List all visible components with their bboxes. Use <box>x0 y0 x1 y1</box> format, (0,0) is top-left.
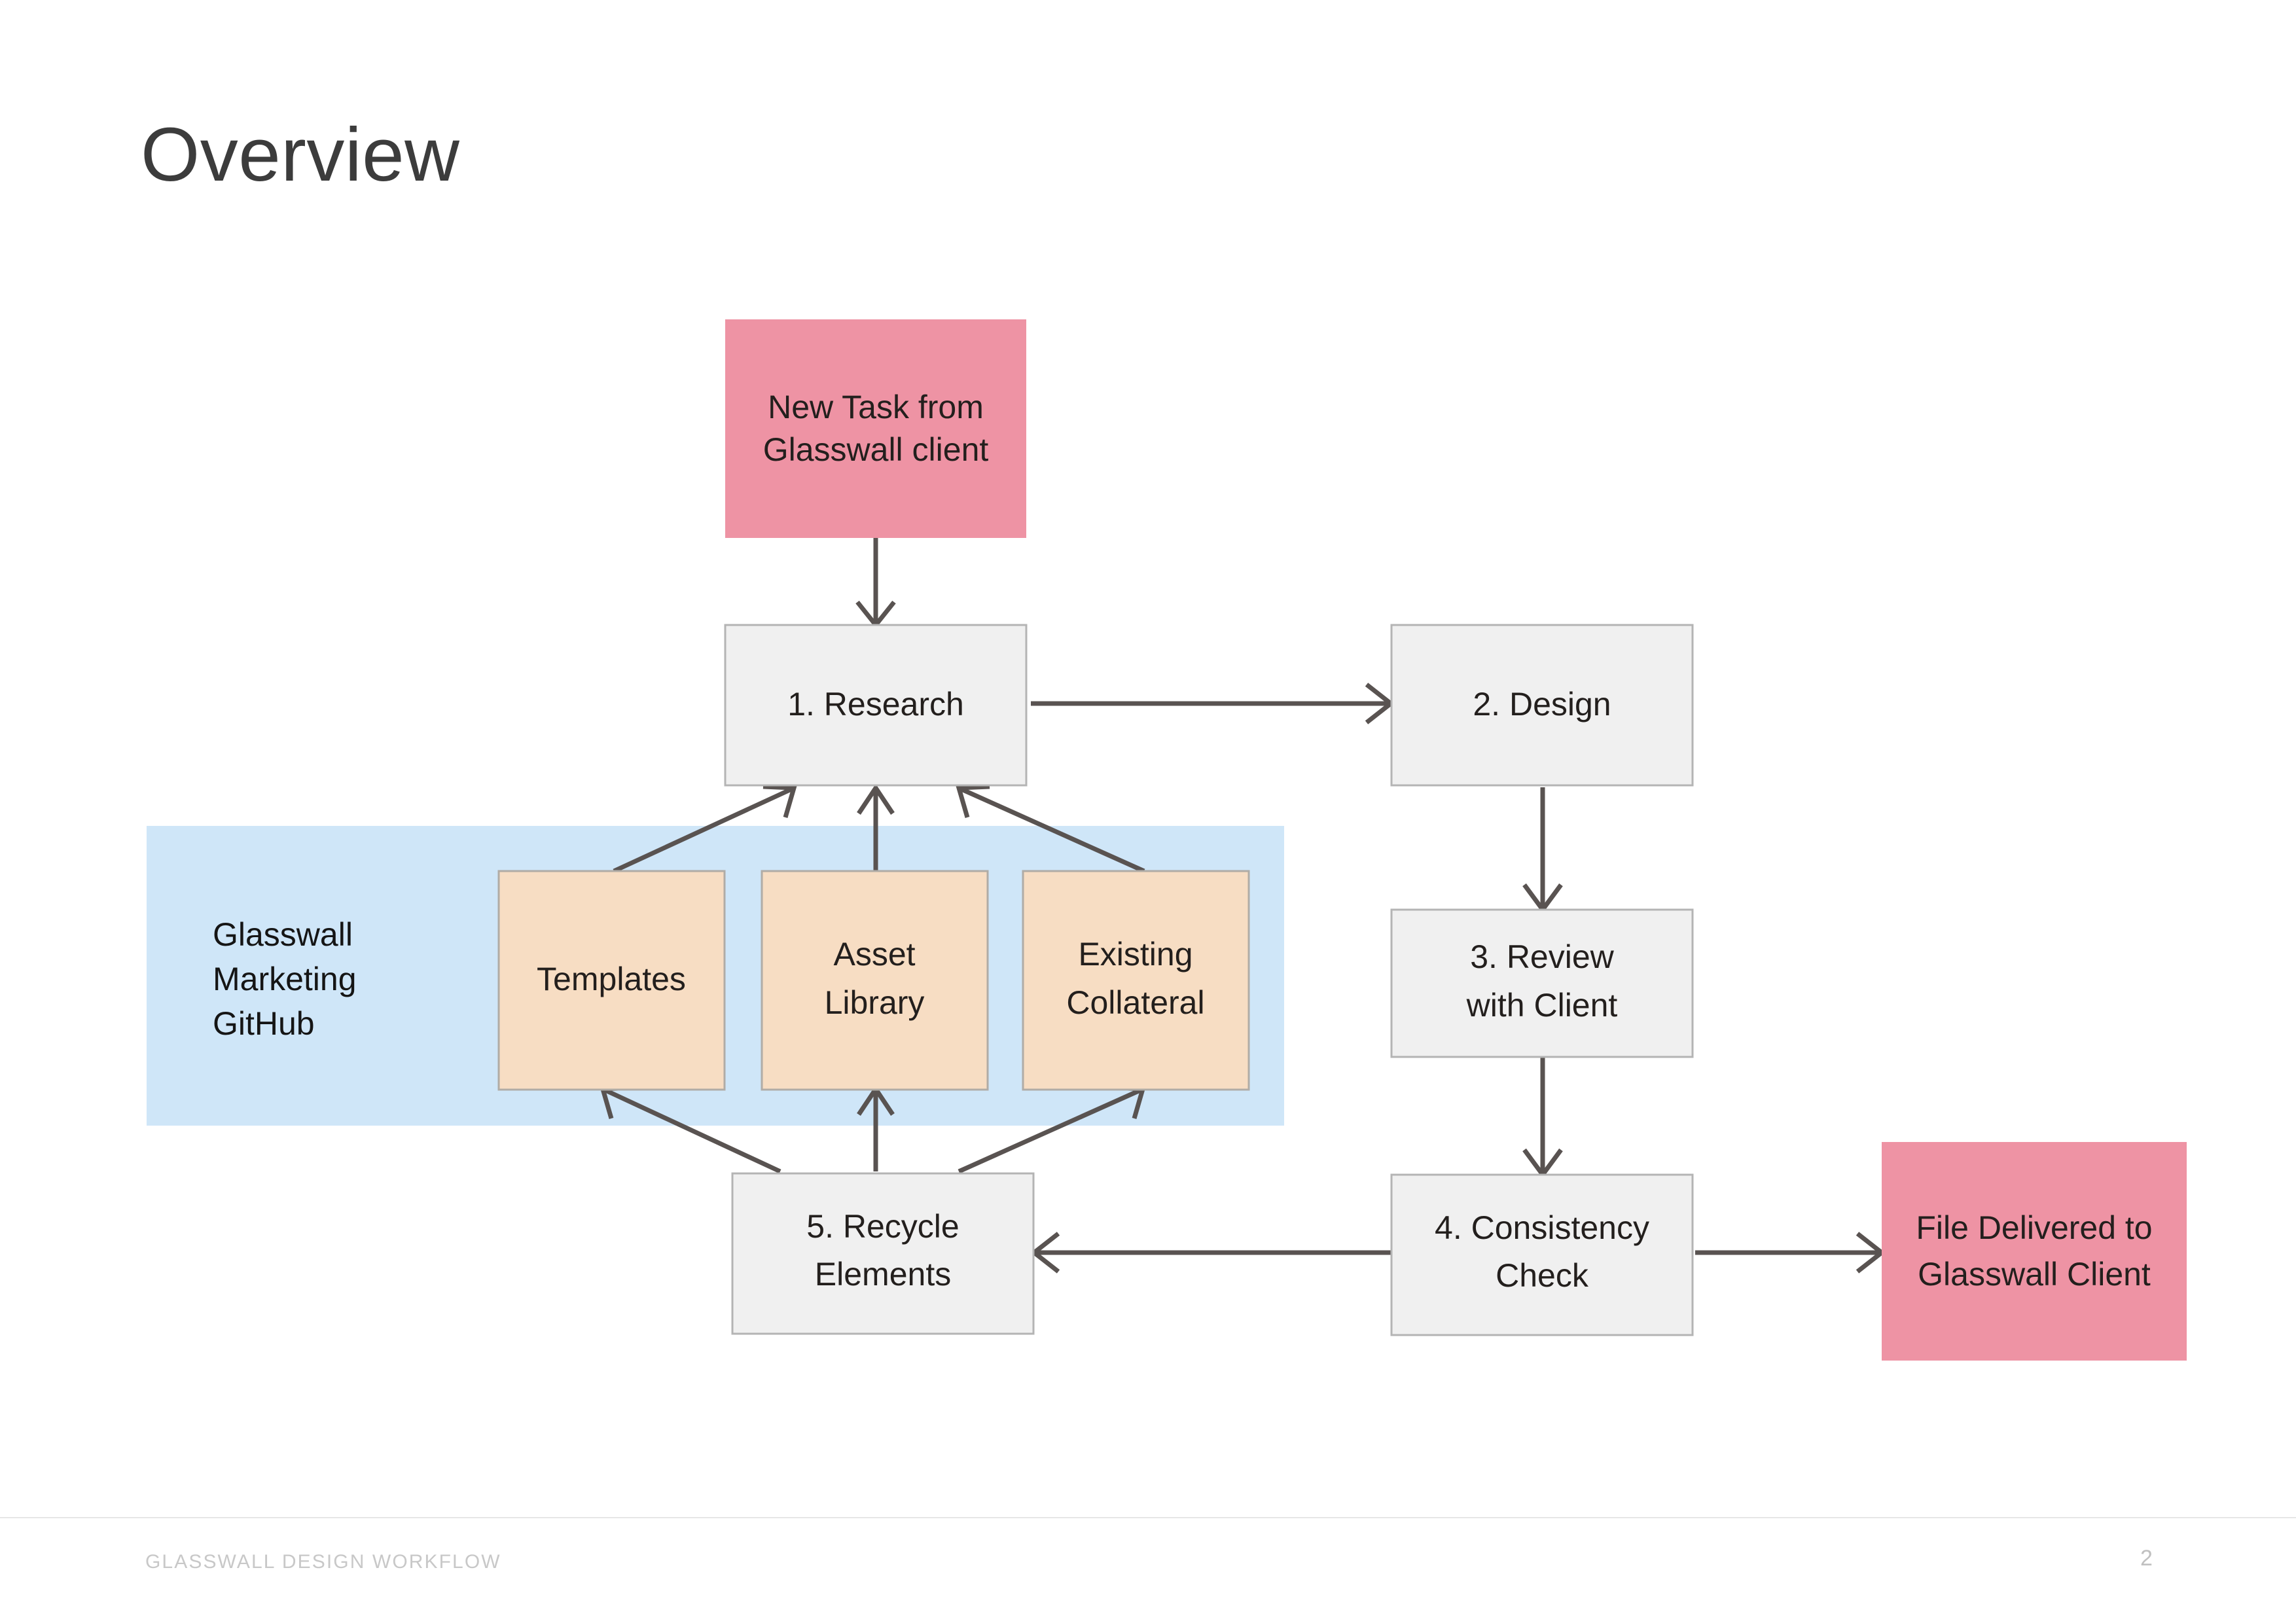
edge-existing-collateral-to-research <box>956 784 1145 874</box>
node-review[interactable]: 3. Review with Client <box>1390 908 1694 1058</box>
node-design-label: 2. Design <box>1473 686 1611 722</box>
footer-divider <box>0 1517 2296 1518</box>
edge-asset-library-to-research <box>857 783 895 872</box>
node-existing-collateral-line-2: Collateral <box>1066 984 1204 1021</box>
node-design[interactable]: 2. Design <box>1390 624 1694 787</box>
node-asset-library-line-2: Library <box>825 984 925 1021</box>
edge-consistency-to-recycle <box>1030 1232 1393 1274</box>
page-number: 2 <box>2140 1546 2153 1571</box>
node-review-box[interactable] <box>1390 908 1694 1058</box>
node-asset-library-box[interactable] <box>761 870 989 1091</box>
node-consistency-check[interactable]: 4. Consistency Check <box>1390 1173 1694 1336</box>
node-recycle-elements-box[interactable] <box>731 1172 1035 1335</box>
node-consistency-check-line-1: 4. Consistency <box>1435 1209 1649 1246</box>
node-templates-label: Templates <box>537 961 686 997</box>
node-templates-box[interactable] <box>497 870 726 1091</box>
node-research-box[interactable] <box>724 624 1028 787</box>
footer-label: GLASSWALL DESIGN WORKFLOW <box>145 1551 501 1573</box>
edge-consistency-to-file-delivered <box>1695 1232 1886 1274</box>
page-title: Overview <box>141 112 460 197</box>
node-research[interactable]: 1. Research <box>724 624 1028 787</box>
node-consistency-check-line-2: Check <box>1496 1257 1589 1294</box>
edge-templates-to-research <box>613 784 797 874</box>
node-recycle-elements-line-2: Elements <box>815 1256 951 1293</box>
node-design-box[interactable] <box>1390 624 1694 787</box>
edge-new-task-to-research <box>855 538 896 629</box>
node-file-delivered-line-2: Glasswall Client <box>1918 1256 2151 1293</box>
node-file-delivered-line-1: File Delivered to <box>1916 1209 2152 1246</box>
node-existing-collateral[interactable]: Existing Collateral <box>1022 870 1250 1091</box>
node-file-delivered[interactable]: File Delivered to Glasswall Client <box>1882 1142 2187 1361</box>
node-review-line-2: with Client <box>1466 987 1618 1024</box>
node-asset-library-line-1: Asset <box>833 936 915 972</box>
band-label-line-1: Glasswall <box>213 916 353 953</box>
edge-review-to-consistency <box>1522 1056 1563 1179</box>
node-templates[interactable]: Templates <box>497 870 726 1091</box>
node-existing-collateral-line-1: Existing <box>1078 936 1193 972</box>
node-research-label: 1. Research <box>787 686 964 722</box>
node-new-task-box[interactable] <box>725 319 1026 538</box>
node-review-line-1: 3. Review <box>1470 938 1614 975</box>
node-new-task[interactable]: New Task from Glasswall client <box>725 319 1026 538</box>
node-recycle-elements[interactable]: 5. Recycle Elements <box>731 1172 1035 1335</box>
node-new-task-line-1: New Task from <box>768 389 984 425</box>
node-existing-collateral-box[interactable] <box>1022 870 1250 1091</box>
edge-research-to-design <box>1031 683 1395 724</box>
band-label-line-3: GitHub <box>213 1005 315 1042</box>
node-new-task-line-2: Glasswall client <box>763 431 989 468</box>
node-recycle-elements-line-1: 5. Recycle <box>806 1208 959 1245</box>
edge-design-to-review <box>1522 787 1563 914</box>
node-file-delivered-box[interactable] <box>1882 1142 2187 1361</box>
node-asset-library[interactable]: Asset Library <box>761 870 989 1091</box>
band-label-line-2: Marketing <box>213 961 357 997</box>
node-consistency-check-box[interactable] <box>1390 1173 1694 1336</box>
